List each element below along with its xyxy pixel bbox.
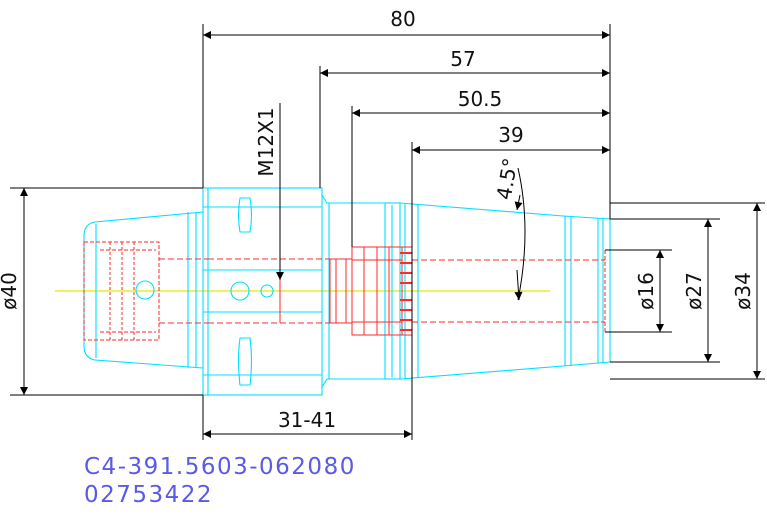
dim-diameter-27: ø27 (682, 272, 706, 310)
part-id: 02753422 (84, 482, 214, 508)
dim-diameter-34: ø34 (731, 272, 755, 310)
dim-thread: M12X1 (254, 107, 278, 176)
part-code: C4-391.5603-062080 (84, 454, 356, 480)
dim-length-57: 57 (450, 47, 475, 71)
dim-length-80: 80 (390, 7, 415, 31)
dim-length-50-5: 50.5 (458, 87, 503, 111)
dim-clamp-range: 31-41 (278, 408, 336, 432)
hidden-lines (83, 241, 606, 341)
dim-diameter-16: ø16 (634, 272, 658, 310)
dim-angle: 4.5° (492, 156, 523, 201)
dimension-lines (10, 24, 765, 440)
dim-length-39: 39 (498, 123, 523, 147)
dim-diameter-40: ø40 (0, 272, 21, 310)
